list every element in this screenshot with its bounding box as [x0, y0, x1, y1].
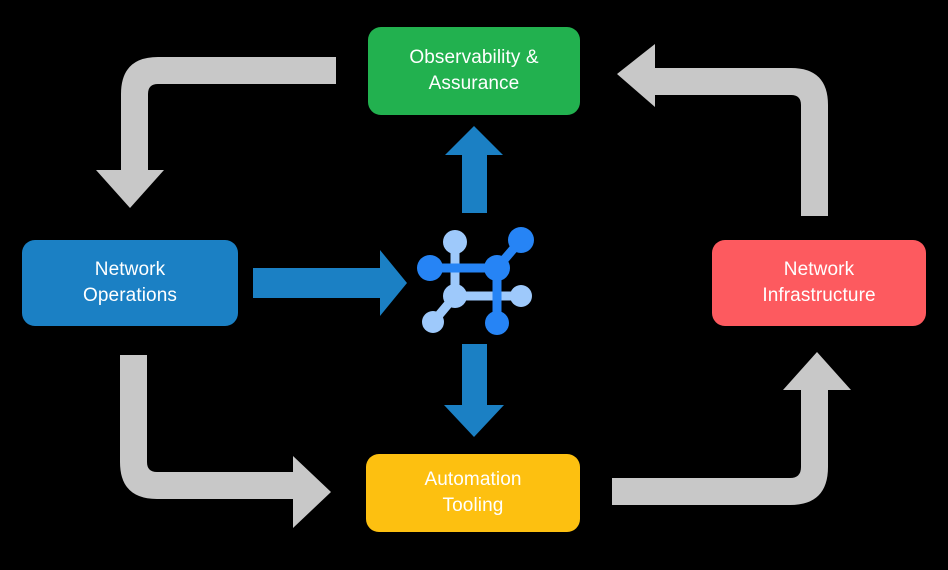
node-observability-assurance[interactable]: Observability & Assurance	[368, 27, 580, 115]
connector-observability-to-operations	[96, 57, 336, 208]
node-network-infrastructure[interactable]: Network Infrastructure	[712, 240, 926, 326]
connector-automation-to-infrastructure	[612, 352, 851, 505]
connector-infrastructure-to-observability	[617, 44, 828, 216]
connector-operations-to-automation	[120, 355, 331, 528]
connector-center-to-automation	[444, 344, 504, 437]
node-automation-tooling[interactable]: Automation Tooling	[366, 454, 580, 532]
network-topology-icon	[417, 227, 534, 335]
connector-center-to-observability	[445, 126, 503, 213]
node-network-operations[interactable]: Network Operations	[22, 240, 238, 326]
connector-operations-to-center	[253, 250, 407, 316]
